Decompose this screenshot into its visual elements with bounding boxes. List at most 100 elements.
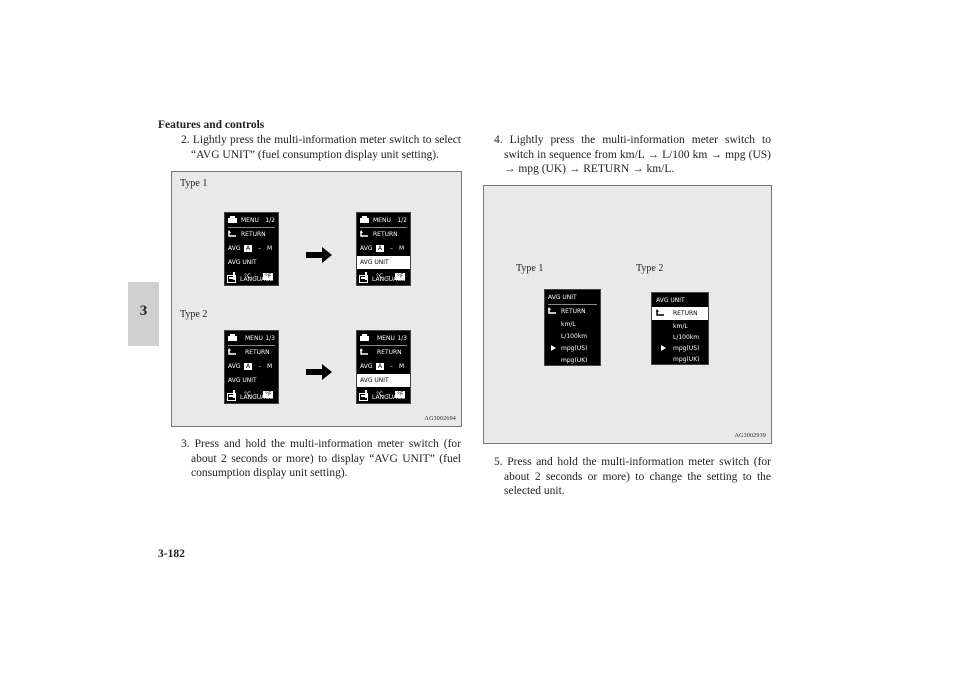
avg-mode-m: M [267,363,273,370]
avg-mode-a: A [376,245,385,252]
language-row: LANGUAGE [224,391,279,404]
language-row: LANGUAGE [356,273,411,286]
return-label: RETURN [377,349,402,356]
menu-label: MENU [373,217,391,224]
avg-separator: – [258,245,261,252]
figure-menu-select: Type 1 Type 2 MENU 1/2 RETURN AVG A – M … [171,171,462,427]
language-icon [227,275,236,283]
unit-kml: km/L [561,321,576,328]
avg-label: AVG [360,245,373,252]
type2-label: Type 2 [180,309,208,320]
avg-mode-m: M [267,245,273,252]
temp-c: °C [376,273,384,280]
avg-row: AVG A – M [225,242,278,255]
language-label: LANGUAGE [240,394,274,401]
return-icon [548,307,556,314]
avg-label: AVG [228,245,241,252]
temp-separator: – [387,391,390,398]
temp-c: °C [244,391,252,398]
avg-separator: – [258,363,261,370]
menu-icon [228,334,237,341]
page-indicator: 1/2 [397,217,407,224]
menu-panel-type2-before: MENU 1/3 RETURN AVG A – M AVG UNIT °C – … [224,330,279,404]
unit-list-type2: AVG UNIT RETURN km/L L/100km mpg(US) mpg… [651,292,709,365]
temp-separator: – [255,273,258,280]
unit-l100km: L/100km [561,333,588,340]
avg-unit-label: AVG UNIT [228,377,257,384]
figure-unit-list: Type 1 Type 2 AVG UNIT RETURN km/L L/100… [483,185,772,444]
temp-c: °C [244,273,252,280]
step-3: 3. Press and hold the multi-information … [181,437,461,481]
step-5: 5. Press and hold the multi-information … [494,455,771,499]
temp-separator: – [387,273,390,280]
avg-label: AVG [228,363,241,370]
language-label: LANGUAGE [372,276,406,283]
avg-separator: – [390,245,393,252]
return-icon [656,309,664,316]
page-header: Features and controls [158,119,265,131]
return-icon [228,348,236,355]
figure-code: AG3002694 [424,416,456,422]
avg-unit-row-selected: AVG UNIT [357,374,410,387]
figure-code: AG3002939 [734,433,766,439]
type1-label: Type 1 [516,263,544,274]
arrow-right-icon [306,364,332,380]
menu-panel-type1-before: MENU 1/2 RETURN AVG A – M AVG UNIT °C – … [224,212,279,286]
unit-kml: km/L [673,323,688,330]
arrow-right-icon [306,247,332,263]
list-title-label: AVG UNIT [656,297,685,304]
unit-list-title: AVG UNIT [545,291,600,304]
return-label: RETURN [673,310,698,317]
avg-mode-m: M [399,245,405,252]
language-label: LANGUAGE [372,394,406,401]
chapter-tab: 3 [128,282,159,346]
return-label: RETURN [373,231,398,238]
return-row: RETURN [225,228,278,241]
step-3-text: 3. Press and hold the multi-information … [181,438,461,479]
return-label: RETURN [245,349,270,356]
return-icon [228,230,236,237]
return-label: RETURN [561,308,586,315]
unit-mpg-us: mpg(US) [673,345,700,352]
temp-f: °F [263,391,274,398]
language-icon [359,393,368,401]
avg-unit-row-selected: AVG UNIT [357,256,410,269]
unit-l100km: L/100km [673,334,700,341]
menu-panel-type1-after: MENU 1/2 RETURN AVG A – M AVG UNIT °C – … [356,212,411,286]
page-indicator: 1/3 [265,335,275,342]
avg-mode-a: A [244,363,253,370]
return-icon [360,230,368,237]
avg-unit-row: AVG UNIT [225,256,278,269]
step-2: 2. Lightly press the multi-information m… [181,133,461,162]
avg-separator: – [390,363,393,370]
page-indicator: 1/3 [397,335,407,342]
avg-label: AVG [360,363,373,370]
menu-row: MENU 1/2 [225,214,278,227]
cursor-arrow-icon [551,345,556,351]
avg-unit-label: AVG UNIT [228,259,257,266]
return-row-selected: RETURN [652,307,708,320]
type2-label: Type 2 [636,263,664,274]
language-icon [359,275,368,283]
avg-mode-m: M [399,363,405,370]
language-icon [227,393,236,401]
avg-unit-label: AVG UNIT [360,377,389,384]
avg-mode-a: A [376,363,385,370]
menu-icon [360,216,369,223]
unit-list-type1: AVG UNIT RETURN km/L L/100km mpg(US) mpg… [544,289,601,366]
return-label: RETURN [241,231,266,238]
page-indicator: 1/2 [265,217,275,224]
language-row: LANGUAGE [224,273,279,286]
temp-f: °F [263,273,274,280]
menu-icon [228,216,237,223]
menu-label: MENU [241,217,259,224]
menu-label: MENU [245,335,263,342]
page-number: 3-182 [158,548,185,560]
step-4: 4. Lightly press the multi-information m… [494,133,771,177]
unit-mpg-us: mpg(US) [561,345,588,352]
step-2-text: 2. Lightly press the multi-information m… [181,134,461,161]
temp-f: °F [395,273,406,280]
step-5-text: 5. Press and hold the multi-information … [494,456,771,497]
language-row: LANGUAGE [356,391,411,404]
list-title-label: AVG UNIT [548,294,577,301]
